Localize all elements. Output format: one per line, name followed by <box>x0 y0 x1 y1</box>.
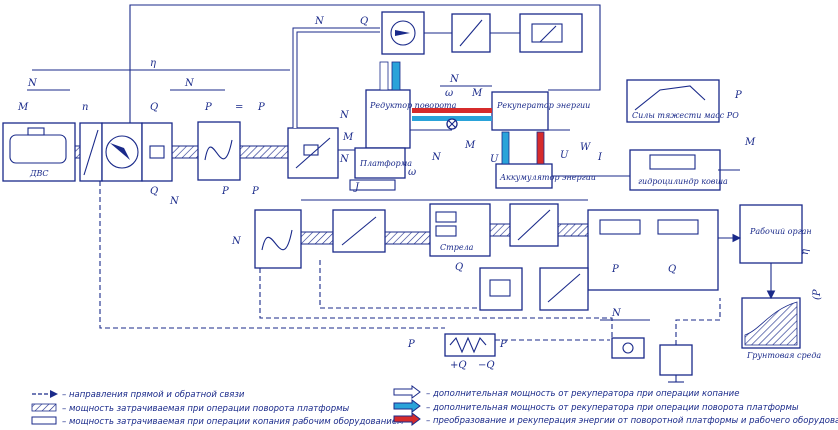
legend-item-4: – дополнительная мощность от рекуператор… <box>426 389 739 399</box>
bucket-cylinder <box>629 149 721 191</box>
label-mm: M <box>471 88 483 99</box>
legend-swatch-outline <box>31 416 57 425</box>
label-mzt: M <box>464 140 476 151</box>
lower-valve-2 <box>539 267 589 311</box>
label-omega-kh: ω <box>408 167 416 178</box>
accumulator-block <box>495 163 553 189</box>
pressure-valve <box>659 344 693 376</box>
label-nzgc2: N <box>611 308 622 319</box>
label-prpr: P <box>734 90 742 101</box>
swing-reducer-label: Редуктор поворота <box>369 101 457 110</box>
label-eta-gn: η <box>150 58 156 69</box>
label-qgc: Q <box>455 262 463 273</box>
label-qn: Q <box>150 102 158 113</box>
legend-swatch-red-arrow <box>393 412 421 426</box>
label-eta-gc: η <box>800 249 811 255</box>
legend-item-3: – мощность затрачиваемая при операции ко… <box>62 417 404 427</box>
label-u0: U <box>560 150 569 161</box>
legend-swatch-cyan-arrow <box>393 399 421 413</box>
label-pgc-p: P <box>611 264 619 275</box>
label-nxd: N <box>431 152 442 163</box>
boom-block <box>429 203 491 257</box>
platform-block <box>354 147 406 179</box>
gravity-block <box>626 79 720 123</box>
soil-label: Грунтовая среда <box>746 351 821 360</box>
label-msum: M <box>744 137 756 148</box>
gravity-label: Силы тяжести масс РО <box>632 111 739 120</box>
label-pgd-bottom: P <box>407 339 415 350</box>
legend: – направления прямой и обратной связи – … <box>31 385 838 427</box>
label-nzgc: N <box>231 236 242 247</box>
cylinder-group <box>587 209 719 291</box>
working-body-label: Рабочий орган <box>749 227 812 236</box>
swing-relief <box>519 13 583 53</box>
bucket-cylinder-label: гидроцилиндр ковша <box>638 177 728 186</box>
label-md: M <box>17 102 29 113</box>
label-nrp: N <box>449 74 460 85</box>
label-isr: I <box>597 152 603 163</box>
label-qn2: Q <box>150 186 158 197</box>
right-formula: (P <box>812 289 823 300</box>
pump-valve <box>141 122 173 182</box>
platform-label: Платформа <box>359 159 412 168</box>
balance-spring <box>444 333 496 357</box>
engine-block: ДВС <box>2 122 76 182</box>
accumulator-label: Аккумулятор энергии <box>499 173 596 182</box>
converter-block <box>197 121 241 181</box>
label-qh-plus: +Q <box>450 360 467 371</box>
legend-item-6: – преобразование и рекуперация энергии о… <box>426 416 838 426</box>
label-pgc: P <box>251 186 259 197</box>
label-eq: = <box>235 102 243 113</box>
engine-label: ДВС <box>29 169 49 178</box>
label-qgc-k: Q <box>668 264 676 275</box>
working-body <box>739 204 803 264</box>
label-ngc-pn: N <box>169 196 180 207</box>
shuttle-valve <box>611 337 645 359</box>
label-pgc-bottom: P <box>499 339 507 350</box>
label-nzg: N <box>314 16 325 27</box>
label-w: W <box>580 142 591 153</box>
label-qh-minus: −Q <box>478 360 495 371</box>
lower-valve-1 <box>479 267 523 311</box>
converter-block-2 <box>254 209 302 269</box>
recuperator-block <box>491 91 549 131</box>
label-pgn: P <box>204 102 212 113</box>
label-nd: n <box>82 102 88 113</box>
label-mp: M <box>342 132 354 143</box>
boom-label: Стрела <box>440 243 474 252</box>
label-npn: N <box>184 78 195 89</box>
label-nzl: N <box>27 78 38 89</box>
legend-item-2: – мощность затрачиваемая при операции по… <box>62 404 350 414</box>
label-pgd: P <box>257 102 265 113</box>
legend-item-5: – дополнительная мощность от рекуператор… <box>426 403 799 413</box>
label-qgd: Q <box>360 16 368 27</box>
label-nv: N <box>339 154 350 165</box>
recuperator-label: Рекуператор энергии <box>496 101 590 110</box>
label-pgn2: P <box>221 186 229 197</box>
label-omega-m: ω <box>445 88 453 99</box>
label-jpl: J <box>353 182 360 193</box>
legend-swatch-white-arrow <box>393 385 421 399</box>
legend-swatch-hatched <box>31 403 57 412</box>
label-nzm: N <box>339 110 350 121</box>
legend-item-1: – направления прямой и обратной связи <box>62 390 245 400</box>
swing-reducer <box>365 89 411 149</box>
label-u: U <box>490 154 499 165</box>
